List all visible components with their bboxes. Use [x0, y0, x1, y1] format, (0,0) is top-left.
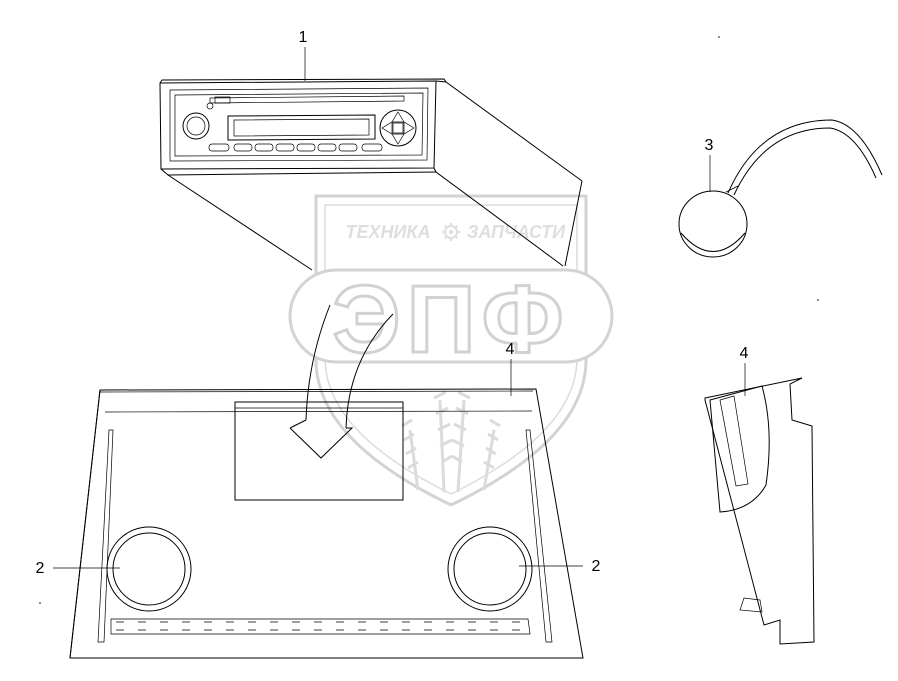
- callout-2-right: 2: [519, 558, 601, 575]
- gear-icon: [442, 223, 460, 241]
- watermark-shield: [314, 194, 588, 507]
- watermark-top-left: ТЕХНИКА: [345, 222, 430, 242]
- radio-display: [227, 114, 376, 141]
- radio-opening: [234, 401, 404, 501]
- callout-label-4-side: 4: [740, 345, 749, 362]
- callout-label-2-right: 2: [592, 558, 601, 575]
- panel-side-view: [704, 377, 815, 645]
- antenna: [678, 119, 883, 258]
- preset-buttons: [208, 143, 383, 152]
- callout-1: 1: [299, 29, 308, 81]
- speaker-left: [106, 526, 192, 612]
- radio-unit: [159, 78, 583, 271]
- volume-knob: [182, 112, 210, 140]
- insertion-arrows: [289, 304, 394, 459]
- callout-4-side: 4: [740, 345, 749, 396]
- watermark: ТЕХНИКА ЗАПЧАСТИ ЭПФ: [288, 194, 614, 507]
- panel-bottom-strip: [110, 618, 531, 635]
- callout-3: 3: [705, 137, 714, 192]
- callout-2-left: 2: [36, 560, 120, 577]
- dashboard-panel: [69, 388, 584, 659]
- callout-label-3: 3: [705, 137, 714, 154]
- callout-label-4: 4: [506, 341, 515, 358]
- callout-4: 4: [506, 341, 515, 396]
- watermark-wheat: [401, 390, 501, 493]
- callout-label-2-left: 2: [36, 560, 45, 577]
- watermark-logo: ЭПФ: [332, 266, 569, 373]
- callout-label-1: 1: [299, 29, 308, 46]
- nav-pad: [379, 109, 417, 147]
- speaker-right: [447, 526, 533, 612]
